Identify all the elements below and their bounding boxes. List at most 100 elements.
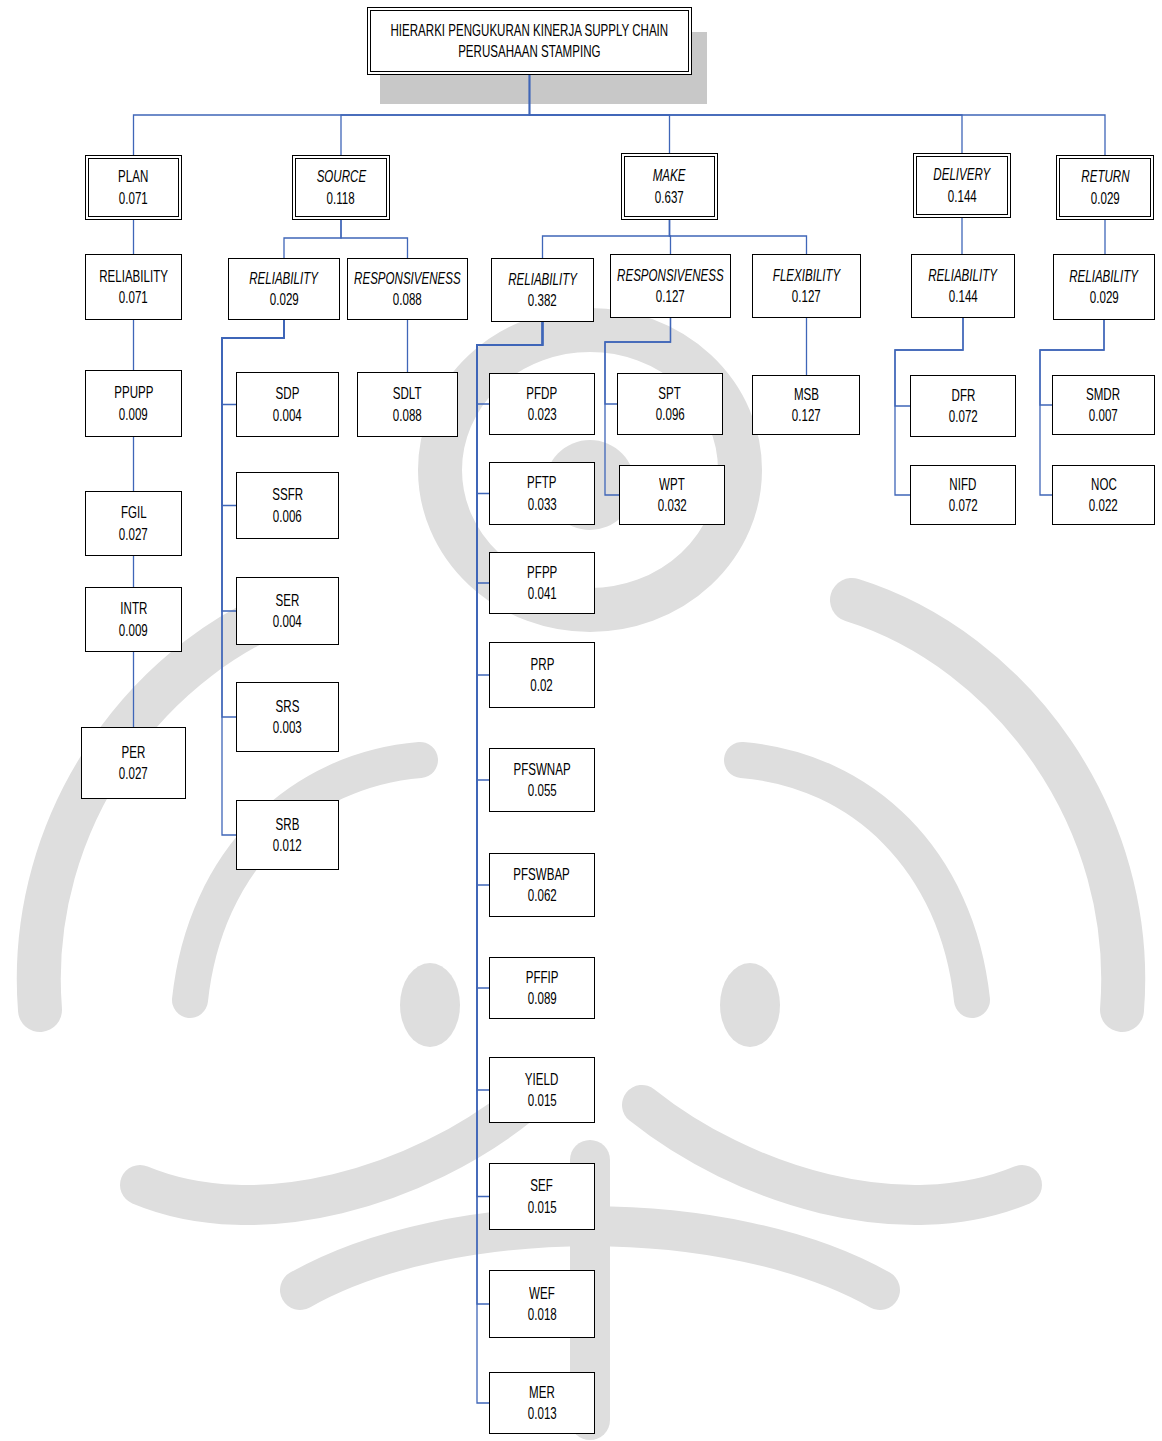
metric-box: RELIABILITY0.382 (491, 258, 594, 322)
metric-weight: 0.018 (528, 1304, 557, 1325)
watermark-eye (400, 963, 460, 1047)
metric-name: YIELD (525, 1069, 558, 1090)
metric-name: PPUPP (114, 382, 153, 403)
watermark-wing (190, 760, 420, 1000)
hierarchy-connector (341, 220, 407, 258)
metric-box: SSFR0.006 (236, 472, 339, 539)
metric-weight: 0.088 (393, 405, 422, 426)
metric-weight: 0.022 (1089, 495, 1118, 516)
metric-name: FLEXIBILITY (773, 265, 840, 286)
metric-box: NIFD0.072 (910, 465, 1016, 525)
metric-weight: 0.127 (656, 286, 685, 307)
metric-box: WEF0.018 (489, 1270, 595, 1338)
watermark-logo (400, 440, 780, 1047)
metric-weight: 0.029 (1090, 287, 1119, 308)
metric-weight: 0.023 (528, 404, 557, 425)
metric-name: SPT (659, 383, 681, 404)
metric-weight: 0.015 (528, 1197, 557, 1218)
metric-box: MSB0.127 (752, 375, 860, 435)
watermark-band (642, 1105, 1022, 1205)
metric-weight: 0.007 (1089, 405, 1118, 426)
metric-weight: 0.029 (270, 289, 299, 310)
metric-box: SEF0.015 (489, 1163, 595, 1230)
metric-weight: 0.127 (792, 405, 821, 426)
metric-weight: 0.072 (949, 406, 978, 427)
hierarchy-connector (477, 322, 543, 583)
metric-name: PFTP (527, 472, 557, 493)
metric-box: YIELD0.015 (489, 1057, 595, 1123)
metric-name: FGIL (121, 502, 147, 523)
metric-name: SDP (276, 383, 300, 404)
metric-box: RELIABILITY0.029 (1053, 254, 1155, 320)
metric-box: PFSWBAP0.062 (489, 853, 595, 917)
metric-box: DELIVERY0.144 (913, 153, 1011, 218)
metric-weight: 0.127 (792, 286, 821, 307)
metric-weight: 0.027 (119, 524, 148, 545)
metric-name: NOC (1091, 474, 1117, 495)
hierarchy-connector (530, 75, 963, 153)
metric-weight: 0.041 (528, 583, 557, 604)
hierarchy-connector (133, 652, 134, 727)
hierarchy-connector (341, 75, 530, 155)
watermark-wing (742, 760, 972, 1000)
metric-name: RELIABILITY (1070, 266, 1139, 287)
hierarchy-connector (530, 75, 1106, 155)
metric-name: SDLT (393, 383, 422, 404)
metric-box: RELIABILITY0.144 (911, 254, 1015, 318)
hierarchy-connector (961, 218, 962, 254)
watermark-logo (39, 330, 1123, 1420)
metric-box: RELIABILITY0.071 (85, 254, 182, 320)
metric-name: SER (276, 590, 300, 611)
metric-name: RELIABILITY (99, 266, 168, 287)
metric-name: MER (529, 1382, 555, 1403)
metric-weight: 0.009 (119, 620, 148, 641)
metric-box: MER0.013 (489, 1372, 595, 1434)
hierarchy-connector (806, 318, 807, 375)
metric-name: INTR (120, 598, 147, 619)
metric-weight: 0.071 (119, 188, 148, 209)
metric-box: PFTP0.033 (489, 462, 595, 525)
metric-box: RESPONSIVENESS0.088 (347, 258, 468, 320)
metric-box: FGIL0.027 (85, 491, 182, 556)
metric-weight: 0.02 (531, 675, 554, 696)
metric-weight: 0.072 (949, 495, 978, 516)
hierarchy-connector (133, 320, 134, 370)
metric-weight: 0.003 (273, 717, 302, 738)
metric-box: PLAN0.071 (85, 155, 182, 220)
metric-weight: 0.029 (1091, 188, 1120, 209)
metric-name: PER (122, 742, 146, 763)
hierarchy-connector (407, 320, 408, 372)
metric-name: PFDP (527, 383, 558, 404)
metric-weight: 0.006 (273, 506, 302, 527)
metric-box: SDP0.004 (236, 372, 339, 437)
metric-name: PFFIP (526, 967, 559, 988)
metric-box: PRP0.02 (489, 642, 595, 708)
metric-box: PFFIP0.089 (489, 957, 595, 1019)
metric-weight: 0.144 (948, 186, 977, 207)
metric-name: PRP (530, 654, 554, 675)
hierarchy-connector (670, 220, 807, 254)
hierarchy-root-box: HIERARKI PENGUKURAN KINERJA SUPPLY CHAIN… (367, 7, 692, 75)
metric-box: WPT0.032 (619, 465, 725, 525)
metric-name: DELIVERY (934, 164, 991, 185)
metric-box: SOURCE0.118 (292, 155, 390, 220)
metric-box: PFPP0.041 (489, 552, 595, 614)
metric-weight: 0.004 (273, 405, 302, 426)
metric-name: NIFD (950, 474, 977, 495)
metric-box: MAKE0.637 (621, 153, 718, 220)
metric-name: RETURN (1081, 166, 1129, 187)
metric-box: PFDP0.023 (489, 373, 595, 435)
metric-weight: 0.013 (528, 1403, 557, 1424)
metric-weight: 0.637 (655, 187, 684, 208)
metric-weight: 0.033 (528, 494, 557, 515)
hierarchy-connector (543, 220, 670, 258)
hierarchy-connector (1104, 220, 1105, 254)
metric-weight: 0.009 (119, 404, 148, 425)
metric-name: WPT (659, 474, 685, 495)
metric-name: PFSWNAP (513, 759, 570, 780)
metric-box: DFR0.072 (910, 375, 1016, 437)
metric-box: SDLT0.088 (357, 372, 458, 437)
metric-name: MAKE (653, 165, 686, 186)
metric-weight: 0.062 (528, 885, 557, 906)
